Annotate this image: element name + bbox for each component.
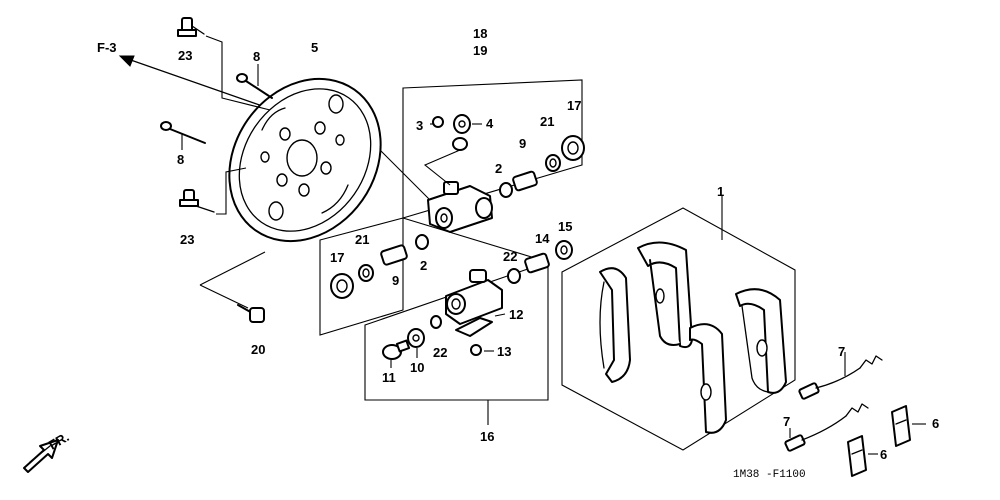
leader-23-top [205,35,271,111]
callout-7-lower: 7 [783,414,790,429]
callout-18: 18 [473,26,487,41]
bolt-8-upper [236,73,273,99]
bolt-8-lower [160,121,206,144]
callout-5: 5 [311,40,318,55]
callout-8-lower: 8 [177,152,184,167]
brake-shoes [599,241,787,434]
wheel-cylinder-upper [427,181,493,233]
box-link-line [402,217,549,263]
piston-lower-left [330,234,429,299]
brake-shoe-box [561,207,796,451]
callout-15: 15 [558,219,572,234]
callout-21-upper: 21 [540,114,554,129]
direction-arrow-top [118,55,269,109]
callout-9-lower: 9 [392,273,399,288]
callout-8-upper: 8 [253,49,260,64]
bleeder-screw-lower [179,189,215,213]
piston-upper [499,135,585,198]
callout-9-upper: 9 [519,136,526,151]
bleeder-screw-top [177,17,205,37]
callout-4: 4 [486,116,494,131]
bleeder-10-11 [382,315,482,360]
callout-6-upper: 6 [932,416,939,431]
cable-7-lower [784,403,869,452]
leader-12 [494,313,506,317]
callout-17-upper: 17 [567,98,581,113]
callout-11: 11 [382,370,396,385]
callout-16: 16 [480,429,494,444]
direction-arrow-bottom [23,439,59,473]
callout-21-lower: 21 [355,232,369,247]
drawing-code: 1M38 -F1100 [733,469,806,481]
callout-3: 3 [416,118,423,133]
bolt-20 [237,304,265,323]
cable-7-upper [798,355,883,400]
callout-23-upper: 23 [178,48,192,63]
leader-23-lower [216,167,247,215]
leader-20 [199,284,249,309]
leader-20b [199,251,266,286]
callout-6-lower: 6 [880,447,887,462]
callout-10: 10 [410,360,424,375]
callout-14: 14 [535,231,550,246]
backing-plate [228,77,382,243]
direction-label-top: F-3 [97,40,117,55]
clip-6-lower [847,435,867,477]
clip-6-upper [891,405,911,447]
callout-labels: 1 2 2 3 4 5 6 6 7 7 8 8 9 9 10 11 12 13 … [177,26,939,462]
callout-12: 12 [509,307,523,322]
callout-17-lower: 17 [330,250,344,265]
bleeder-3-4 [432,114,471,151]
wheel-cylinder-lower [445,269,503,325]
pipe-12 [455,317,493,337]
callout-22-upper: 22 [503,249,517,264]
piston-lower-right [507,240,573,284]
callout-19: 19 [473,43,487,58]
leader-3-4-cyl [423,149,461,186]
callout-13: 13 [497,344,511,359]
callout-22-lower: 22 [433,345,447,360]
callout-2-upper: 2 [495,161,502,176]
callout-2-lower: 2 [420,258,427,273]
callout-1: 1 [717,184,724,199]
callout-7-upper: 7 [838,344,845,359]
leader-wheel-cyl-upper [379,149,431,201]
callout-23-lower: 23 [180,232,194,247]
callout-20: 20 [251,342,265,357]
